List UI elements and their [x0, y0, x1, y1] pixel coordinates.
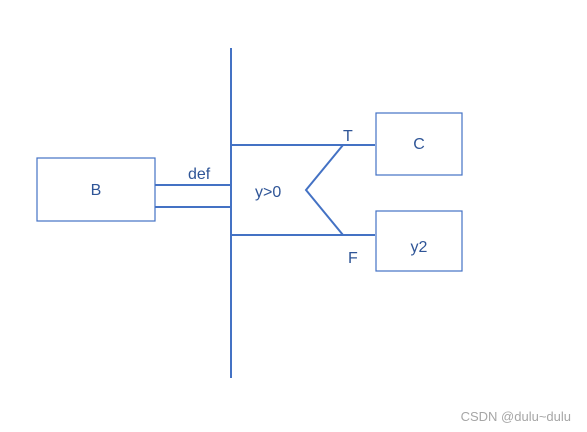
decision-chevron: [304, 144, 344, 236]
false-branch-label: F: [348, 250, 358, 267]
box-y2-label: y2: [411, 239, 428, 256]
box-b-label: B: [91, 182, 102, 199]
watermark: CSDN @dulu~dulu: [461, 409, 571, 424]
box-y2: [375, 210, 463, 272]
def-label: def: [188, 166, 211, 183]
condition-label: y>0: [255, 184, 281, 201]
true-branch-label: T: [343, 128, 353, 145]
box-c-label: C: [413, 136, 425, 153]
box-c: [375, 112, 463, 176]
box-b: [36, 157, 156, 222]
